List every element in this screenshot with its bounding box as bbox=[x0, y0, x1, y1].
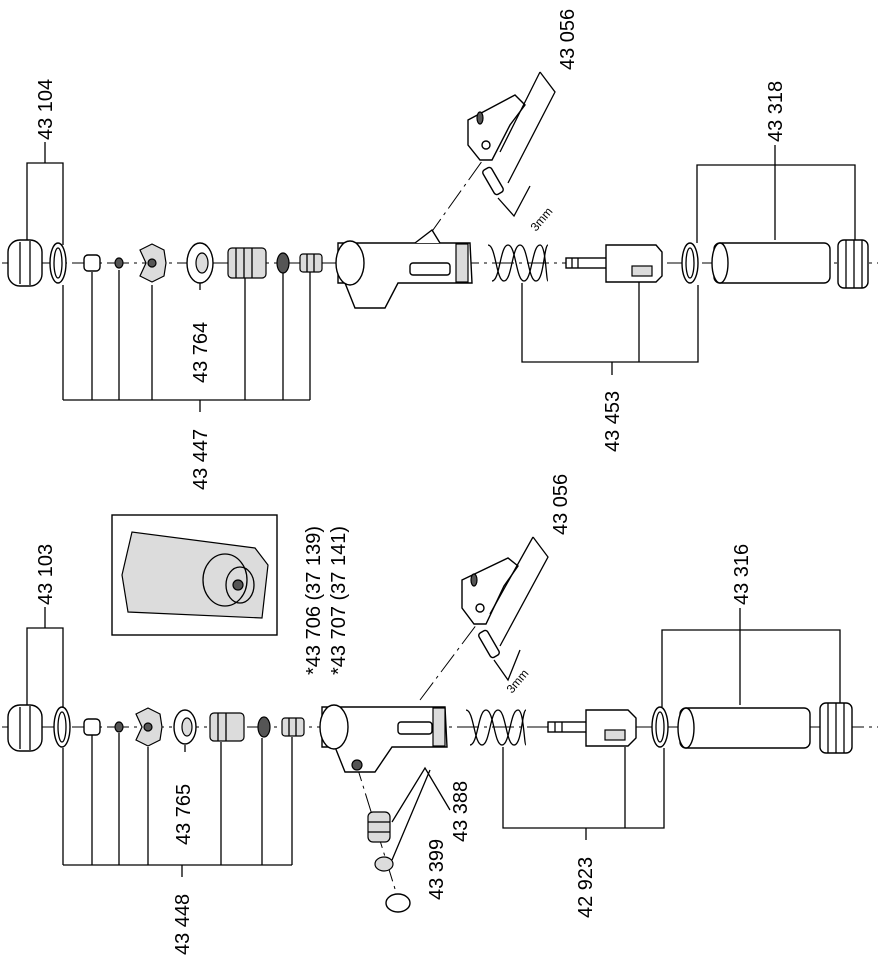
seal-kit-label-1: *43 706 (37 139) bbox=[303, 526, 325, 675]
lower-end-cap bbox=[7, 704, 43, 752]
lower-check-valve bbox=[367, 811, 391, 843]
upper-leader-lines bbox=[26, 71, 856, 412]
lower-piston bbox=[547, 709, 637, 747]
lower-valve-set-label: 43 448 bbox=[172, 894, 194, 955]
lower-small-seal bbox=[114, 721, 124, 733]
upper-end-cap bbox=[7, 239, 43, 287]
lower-valve-seat-label: 43 765 bbox=[173, 784, 195, 845]
seal-kit: *43 706 (37 139) *43 707 (37 141) bbox=[111, 514, 350, 675]
lower-trigger-pin bbox=[478, 629, 500, 659]
upper-gun-body bbox=[335, 228, 473, 309]
seal-kit-bag-icon bbox=[121, 531, 269, 619]
upper-valve-star bbox=[139, 243, 167, 283]
lower-valve-insert bbox=[83, 718, 101, 736]
upper-piston bbox=[565, 244, 663, 283]
lower-o-ring-2 bbox=[257, 716, 271, 738]
upper-cylinder-nut bbox=[837, 239, 869, 289]
upper-trigger bbox=[467, 94, 526, 161]
lower-check-valve-cap bbox=[385, 893, 411, 913]
lower-nipple bbox=[281, 717, 305, 737]
upper-valve-insert bbox=[83, 254, 101, 272]
upper-trigger-set-label: 43 056 bbox=[557, 9, 579, 70]
upper-trigger-pin bbox=[482, 166, 504, 196]
upper-valve-seat bbox=[186, 242, 214, 284]
lower-leader-lines bbox=[26, 536, 841, 877]
lower-spring bbox=[465, 709, 527, 746]
upper-valve-set-label: 43 447 bbox=[190, 429, 212, 490]
upper-cylinder bbox=[711, 242, 831, 284]
upper-trigger-axis bbox=[427, 149, 491, 238]
lower-hex-key-icon bbox=[493, 649, 521, 682]
lower-trigger bbox=[461, 557, 519, 625]
lower-cylinder-set-label: 43 316 bbox=[731, 544, 753, 605]
lower-o-ring-3 bbox=[651, 706, 669, 748]
lower-assembly: 43 103 43 765 43 448 43 056 3mm 42 923 4… bbox=[2, 474, 878, 955]
lower-cylinder bbox=[677, 707, 811, 749]
upper-valve-seat-label: 43 764 bbox=[190, 322, 212, 383]
lower-gun-body bbox=[319, 704, 448, 773]
lower-trigger-set-label: 43 056 bbox=[550, 474, 572, 535]
upper-valve-body bbox=[227, 247, 267, 279]
upper-piston-set-label: 43 453 bbox=[602, 391, 624, 452]
lower-cylinder-nut bbox=[819, 702, 853, 754]
upper-spring bbox=[487, 244, 549, 282]
upper-hex-key-icon bbox=[497, 185, 531, 218]
upper-o-ring-1 bbox=[49, 242, 67, 284]
upper-cap-set-label: 43 104 bbox=[35, 79, 57, 140]
lower-check-valve-label: 43 388 bbox=[450, 781, 472, 842]
lower-valve-star bbox=[135, 707, 163, 747]
lower-cap-set-label: 43 103 bbox=[35, 544, 57, 605]
upper-hex-key-label: 3mm bbox=[528, 204, 556, 233]
upper-nipple bbox=[299, 253, 323, 273]
upper-o-ring-3 bbox=[681, 242, 699, 284]
lower-valve-seat bbox=[173, 709, 197, 745]
lower-check-valve-seal-label: 43 399 bbox=[426, 839, 448, 900]
lower-check-valve-seal bbox=[374, 856, 394, 872]
lower-piston-set-label: 42 923 bbox=[575, 857, 597, 918]
lower-o-ring-1 bbox=[53, 706, 71, 748]
lower-valve-body bbox=[209, 712, 245, 742]
lower-trigger-axis bbox=[419, 619, 481, 701]
seal-kit-label-2: *43 707 (37 141) bbox=[328, 526, 350, 675]
lower-hex-key-label: 3mm bbox=[504, 666, 532, 695]
upper-cylinder-set-label: 43 318 bbox=[765, 81, 787, 142]
upper-assembly: 43 104 43 764 43 447 43 056 3mm 43 453 4… bbox=[2, 9, 878, 490]
upper-o-ring-2 bbox=[276, 252, 290, 274]
upper-small-seal bbox=[114, 257, 124, 269]
